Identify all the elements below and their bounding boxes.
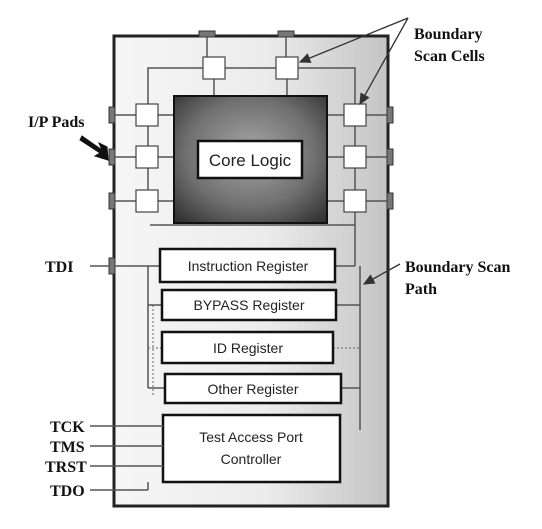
boundary-scan-path-label-line2: Path [405,281,437,298]
other-register-label: Other Register [207,381,298,397]
scan-cell-top-right [275,56,299,80]
core-logic-label: Core Logic [209,151,292,170]
left-pad-tdi [108,257,116,275]
annotation-arrows [298,17,409,285]
ip-pads-arrow-icon [79,135,109,161]
tms-label: TMS [50,439,85,456]
left-pad-1 [108,106,116,124]
scan-cell-right-1 [343,103,367,127]
boundary-scan-path-label-line1: Boundary Scan [405,259,510,276]
tap-controller-label-line1: Test Access Port [199,429,303,445]
boundary-scan-cells-label-line1: Boundary [414,26,482,43]
scan-cell-left-3 [135,189,159,213]
left-pad-2 [108,148,116,166]
tap-controller-label-line2: Controller [221,451,282,467]
scan-cell-top-left [202,56,226,80]
tck-label: TCK [50,419,85,436]
ip-pads-label: I/P Pads [28,114,84,131]
boundary-scan-cells [135,56,367,213]
tap-signal-lines [90,265,163,491]
trst-label: TRST [45,459,87,476]
id-register-block [160,330,335,365]
instruction-register-block [158,247,337,284]
left-pad-3 [108,192,116,210]
instruction-register-label: Instruction Register [188,258,309,274]
boundary-scan-cells-label-line2: Scan Cells [414,48,485,65]
tdo-label: TDO [50,483,85,500]
scan-cell-left-2 [135,145,159,169]
right-pad-2 [386,148,394,166]
tap-controller-block [161,413,342,484]
top-pad-right [277,30,295,38]
bypass-register-label: BYPASS Register [193,297,304,313]
top-pad-left [198,30,216,38]
scan-cell-left-1 [135,103,159,127]
right-pad-3 [386,192,394,210]
scan-cell-right-2 [343,145,367,169]
tdi-label: TDI [45,259,73,276]
dotted-register-connections [148,305,360,395]
right-pad-1 [386,106,394,124]
other-register-block [163,372,343,405]
bypass-register-block [160,288,338,322]
id-register-label: ID Register [213,340,283,356]
core-logic-label-box [196,139,304,180]
scan-cell-right-3 [343,189,367,213]
